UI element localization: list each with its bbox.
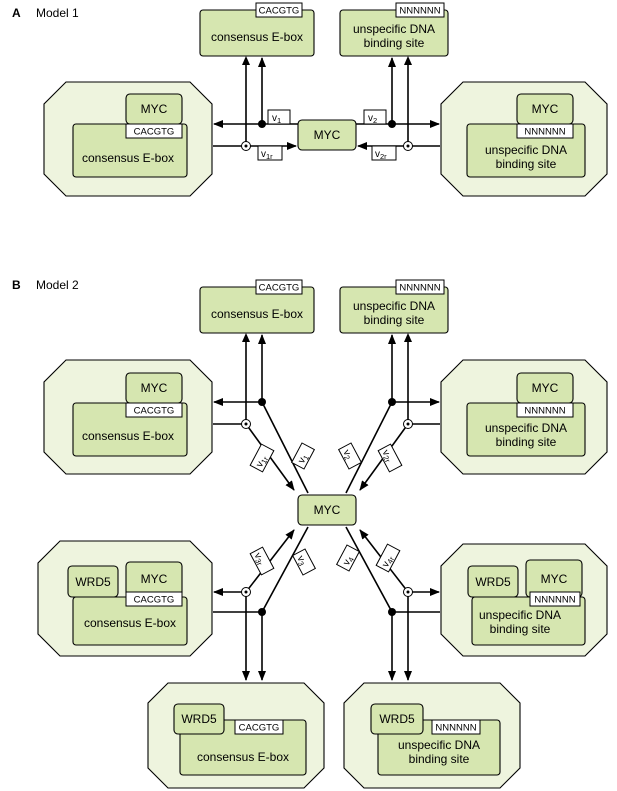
wrd5-label: WRD5 (379, 712, 415, 726)
svg-text:v1: v1 (296, 452, 311, 466)
dna-label: binding site (496, 435, 557, 449)
b-rate-v4r: v4r (375, 543, 401, 573)
dna-label: unspecific DNA (353, 299, 435, 313)
dna-label: binding site (364, 313, 425, 327)
panel-b-title: Model 2 (36, 278, 79, 292)
myc-label: MYC (541, 572, 568, 586)
b-junction-dot (388, 398, 396, 406)
sequence-label: NNNNNN (399, 6, 440, 17)
dna-label: consensus E-box (84, 616, 176, 630)
sequence-label: CACGTG (259, 6, 300, 17)
svg-text:v2: v2 (368, 113, 377, 125)
myc-label: MYC (141, 102, 168, 116)
sequence-label: NNNNNN (524, 406, 565, 417)
a-rate-v2: v2 (363, 109, 387, 125)
b-complex-myc-unspecific: MYC NNNNNN unspecific DNA binding site (440, 359, 608, 475)
sequence-label: CACGTG (134, 595, 175, 606)
dna-label: binding site (490, 622, 551, 636)
b-junction-dot (258, 608, 266, 616)
dna-label: unspecific DNA (479, 608, 561, 622)
sequence-label: CACGTG (134, 127, 175, 138)
b-line-v1 (261, 401, 309, 494)
a-free-myc: MYC (297, 119, 357, 151)
svg-text:v1r: v1r (254, 453, 270, 469)
b-free-myc: MYC (297, 494, 357, 526)
b-complex-wrd5-unspecific: WRD5 NNNNNN unspecific DNA binding site (343, 682, 521, 789)
a-complex-myc-ebox: MYC CACGTG consensus E-box (43, 81, 213, 197)
svg-text:v2r: v2r (379, 448, 395, 464)
b-junction-dot (388, 608, 396, 616)
sequence-label: NNNNNN (534, 595, 575, 606)
b-rate-v2r: v2r (377, 443, 403, 473)
b-complex-wrd5-myc-ebox: WRD5 MYC CACGTG consensus E-box (37, 540, 213, 657)
a-rate-v1r: v1r (257, 145, 283, 161)
myc-label: MYC (314, 503, 341, 517)
a-free-unspecific-site: NNNNNN unspecific DNA binding site (339, 2, 449, 57)
dna-label: consensus E-box (211, 307, 303, 321)
b-free-unspecific-site: NNNNNN unspecific DNA binding site (339, 279, 449, 334)
sequence-label: CACGTG (134, 406, 175, 417)
wrd5-label: WRD5 (475, 575, 511, 589)
b-line-v3 (261, 526, 309, 613)
dna-label: unspecific DNA (485, 421, 567, 435)
dna-label: unspecific DNA (353, 22, 435, 36)
sequence-label: CACGTG (239, 723, 280, 734)
sequence-label: NNNNNN (524, 127, 565, 138)
dna-label: consensus E-box (197, 750, 289, 764)
b-rate-v1: v1 (290, 442, 316, 470)
a-rate-v2r: v2r (371, 145, 397, 161)
b-complex-wrd5-ebox: WRD5 CACGTG consensus E-box (147, 682, 325, 789)
b-complex-myc-ebox: MYC CACGTG consensus E-box (43, 359, 213, 475)
svg-text:v3: v3 (294, 554, 309, 568)
dna-label: binding site (496, 157, 557, 171)
svg-text:v2: v2 (340, 448, 355, 462)
sequence-label: NNNNNN (399, 283, 440, 294)
a-free-consensus-ebox: CACGTG consensus E-box (199, 2, 315, 57)
dna-label: unspecific DNA (485, 143, 567, 157)
sequence-label: NNNNNN (435, 723, 476, 734)
myc-label: MYC (141, 381, 168, 395)
a-junction-dot (258, 120, 266, 128)
panel-b-letter: B (12, 278, 21, 292)
b-line-v2 (345, 401, 393, 494)
myc-label: MYC (532, 102, 559, 116)
panel-a-title: Model 1 (36, 6, 79, 20)
wrd5-label: WRD5 (181, 712, 217, 726)
dna-label: consensus E-box (82, 151, 174, 165)
a-complex-myc-unspecific: MYC NNNNNN unspecific DNA binding site (440, 81, 608, 197)
a-junction-dot (388, 120, 396, 128)
dna-label: consensus E-box (82, 429, 174, 443)
wrd5-label: WRD5 (75, 575, 111, 589)
b-rate-v1r: v1r (249, 443, 275, 473)
b-complex-wrd5-myc-unspecific: WRD5 MYC NNNNNN unspecific DNA binding s… (440, 543, 608, 657)
b-rate-v3: v3 (291, 548, 317, 576)
myc-label: MYC (314, 128, 341, 142)
b-free-consensus-ebox: CACGTG consensus E-box (199, 279, 315, 334)
myc-label: MYC (141, 572, 168, 586)
svg-text:v1: v1 (272, 113, 281, 125)
dna-label: binding site (364, 36, 425, 50)
svg-text:v3r: v3r (251, 551, 267, 567)
svg-text:v4r: v4r (380, 553, 396, 569)
a-rate-v1: v1 (267, 109, 291, 125)
b-rate-v3r: v3r (249, 546, 275, 576)
svg-text:v2r: v2r (375, 149, 387, 161)
b-rate-v2: v2 (337, 442, 363, 470)
b-line-v4 (345, 526, 393, 613)
myc-label: MYC (532, 381, 559, 395)
b-rate-v4: v4 (335, 544, 361, 572)
sequence-label: CACGTG (259, 283, 300, 294)
svg-text:v1r: v1r (261, 149, 273, 161)
dna-label: binding site (409, 752, 470, 766)
b-junction-dot (258, 398, 266, 406)
panel-a-letter: A (12, 6, 21, 20)
dna-label: consensus E-box (211, 30, 303, 44)
dna-label: unspecific DNA (398, 738, 480, 752)
svg-text:v4: v4 (341, 554, 356, 568)
